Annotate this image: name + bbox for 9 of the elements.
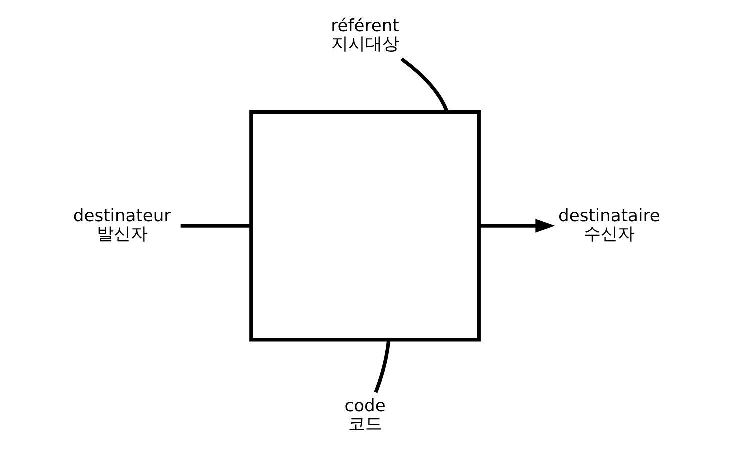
- arrow: [478, 219, 555, 233]
- connector: [180, 224, 251, 228]
- node-text: destinataire 수신자: [558, 206, 660, 245]
- node-text: code 코드: [344, 396, 386, 435]
- connector: [400, 58, 448, 113]
- node-text: destinateur 발신자: [72, 206, 171, 245]
- node-box: [249, 110, 480, 342]
- connector: [374, 340, 390, 394]
- node-text: référent 지시대상: [330, 16, 399, 55]
